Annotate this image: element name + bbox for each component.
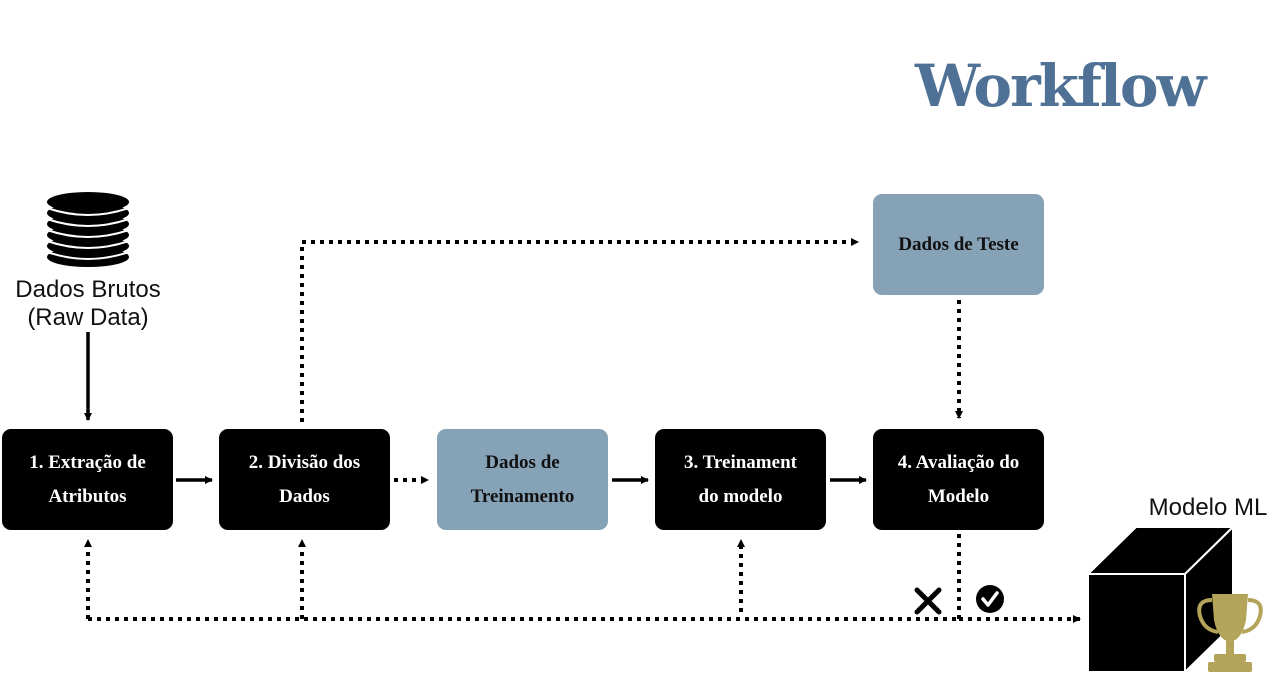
arrow-divisao-to-teste (300, 238, 859, 422)
x-icon (914, 587, 942, 615)
model-label: Modelo ML (1148, 494, 1268, 521)
check-icon (976, 585, 1004, 613)
step-treinamento: 3. Treinament do modelo (655, 429, 826, 530)
trophy-icon (1197, 594, 1263, 672)
step-dados-treinamento: Dados de Treinamento (437, 429, 608, 530)
page-title: Workflow (915, 52, 1206, 120)
step-extracao-label: 1. Extração de Atributos (29, 451, 146, 507)
step-avaliacao: 4. Avaliação do Modelo (873, 429, 1044, 530)
step-divisao-label: 2. Divisão dos Dados (248, 451, 361, 507)
step-dados-teste: Dados de Teste (873, 194, 1044, 295)
raw-data-label: Dados Brutos (Raw Data) (15, 276, 161, 331)
database-icon (46, 192, 130, 267)
step-avaliacao-label: 4. Avaliação do Modelo (897, 451, 1020, 507)
step-extracao: 1. Extração de Atributos (2, 429, 173, 530)
step-divisao: 2. Divisão dos Dados (219, 429, 390, 530)
step-treinamento-label: 3. Treinament do modelo (684, 451, 797, 507)
step-dados-teste-label: Dados de Teste (898, 233, 1019, 255)
step-dados-treinamento-label: Dados de Treinamento (470, 451, 575, 507)
